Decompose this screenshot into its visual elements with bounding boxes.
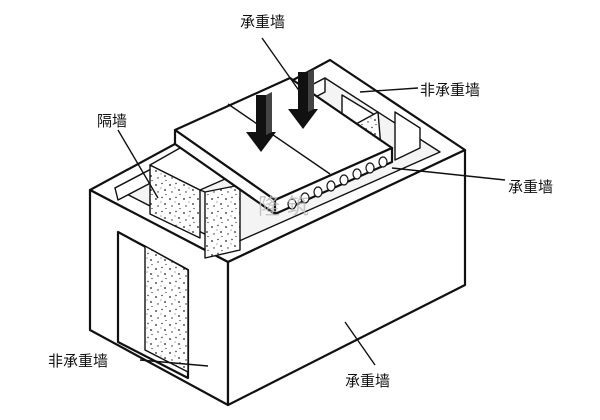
arrow-down-icon-left — [246, 92, 276, 152]
load-arrows — [246, 69, 318, 152]
front-right-face — [226, 148, 467, 407]
watermark: 隆 筑 — [258, 195, 309, 220]
partition-wall — [149, 147, 241, 259]
label-right-non-bearing-wall: 非承重墙 — [420, 81, 480, 99]
arrow-down-icon-right — [288, 69, 318, 129]
slab-hollow-cores — [287, 156, 388, 210]
floor-slab — [173, 76, 394, 216]
back-doorway-right — [394, 111, 421, 161]
leader-lines — [117, 37, 506, 367]
label-left-non-bearing-wall: 非承重墙 — [48, 352, 108, 370]
label-right-bearing-wall: 承重墙 — [508, 178, 553, 196]
label-partition-wall: 隔墙 — [97, 112, 127, 130]
label-top-bearing-wall: 承重墙 — [240, 13, 285, 31]
door-interior-wall — [144, 245, 189, 373]
label-bottom-bearing-wall: 承重墙 — [345, 372, 390, 390]
